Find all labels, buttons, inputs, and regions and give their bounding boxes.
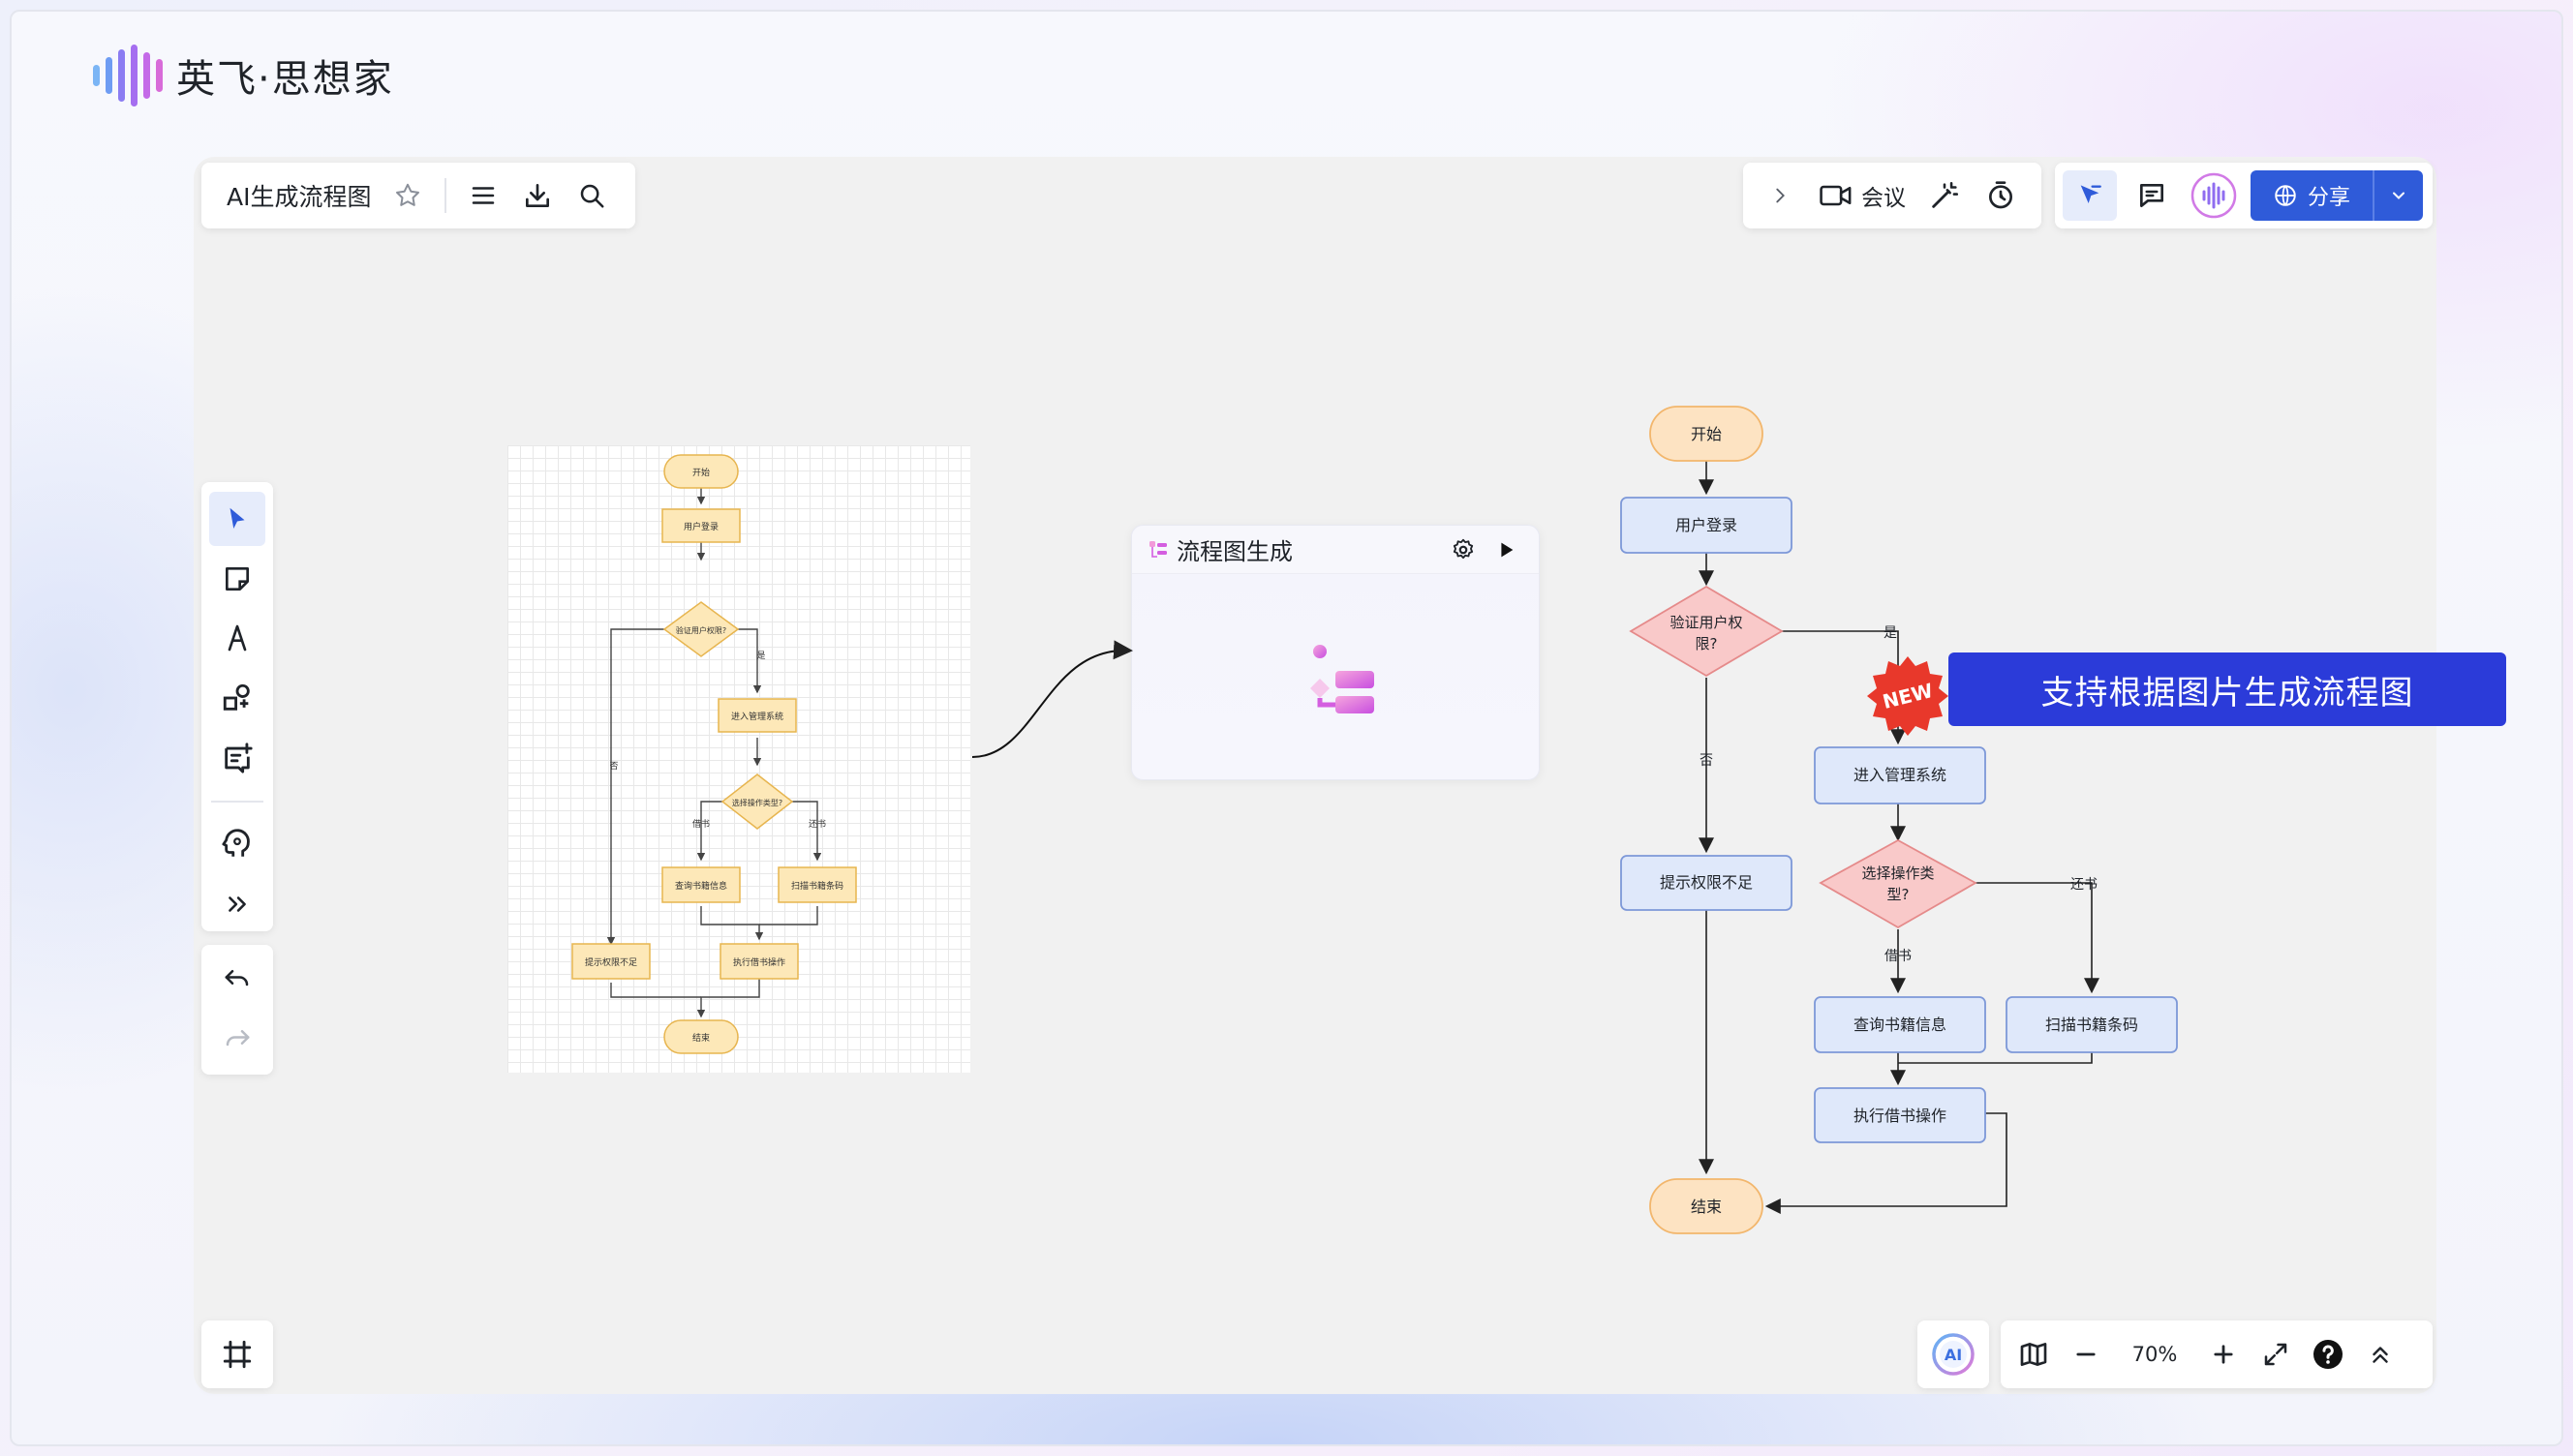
settings-gear-icon[interactable] [1446, 532, 1481, 567]
thumb-label-return: 还书 [809, 818, 826, 830]
comment-icon[interactable] [2127, 170, 2177, 221]
flowchart-app-icon [1149, 540, 1167, 558]
thumb-node-verify: 验证用户权限? [676, 625, 726, 635]
minimap-icon[interactable] [2016, 1337, 2051, 1372]
zoom-out-icon[interactable] [2068, 1337, 2103, 1372]
brand-logo: 英飞·思想家 [93, 45, 394, 106]
video-icon [1820, 185, 1852, 206]
uploaded-flowchart-image[interactable]: 开始 用户登录 验证用户权限? 是 否 进入管理系统 选择操作类型? 借书 还书… [507, 445, 970, 1073]
feature-banner[interactable]: 支持根据图片生成流程图 [1948, 652, 2506, 726]
history-toolbar [201, 945, 273, 1075]
collapse-up-icon[interactable] [2363, 1337, 2398, 1372]
share-label: 分享 [2307, 186, 2350, 210]
timer-icon[interactable] [1983, 178, 2018, 213]
logo-bars-icon [93, 45, 163, 106]
select-tool-icon[interactable] [209, 492, 265, 546]
ai-brain-icon[interactable] [209, 818, 265, 872]
toolbar-divider [444, 178, 447, 213]
generator-card-header: 流程图生成 [1132, 526, 1539, 574]
share-dropdown-button[interactable] [2373, 170, 2423, 221]
frame-tool-button[interactable] [201, 1320, 273, 1388]
sticky-note-icon[interactable] [209, 552, 265, 606]
thumb-node-login: 用户登录 [684, 521, 719, 532]
left-toolbar [201, 482, 273, 931]
shapes-icon[interactable] [209, 671, 265, 725]
thumb-node-end: 结束 [692, 1032, 710, 1044]
meeting-button[interactable]: 会议 [1819, 179, 1906, 212]
redo-icon[interactable] [209, 1013, 265, 1067]
new-badge-icon: NEW [1867, 656, 1948, 736]
search-icon[interactable] [574, 178, 609, 213]
thumb-node-start: 开始 [692, 467, 710, 478]
chevron-down-icon [2393, 192, 2405, 199]
toolbar-divider [211, 800, 263, 803]
menu-icon[interactable] [466, 178, 501, 213]
download-icon[interactable] [520, 178, 555, 213]
thumb-node-query: 查询书籍信息 [675, 880, 727, 892]
undo-icon[interactable] [209, 953, 265, 1007]
thumb-label-yes: 是 [756, 651, 765, 661]
svg-text:AI: AI [1945, 1346, 1962, 1364]
thumb-node-enter: 进入管理系统 [731, 711, 783, 722]
select-arrow-icon[interactable] [2063, 170, 2117, 221]
collab-toolbar: 会议 [1743, 163, 2041, 228]
fullscreen-icon[interactable] [2258, 1337, 2293, 1372]
pen-icon[interactable] [209, 611, 265, 665]
meeting-label: 会议 [1861, 186, 1906, 211]
zoom-in-icon[interactable] [2206, 1337, 2241, 1372]
zoom-level[interactable]: 70% [2131, 1343, 2178, 1366]
run-play-icon[interactable] [1488, 532, 1523, 567]
flowchart-generator-card[interactable]: 流程图生成 [1131, 525, 1540, 780]
thumbnail-flowchart: 开始 用户登录 验证用户权限? 是 否 进入管理系统 选择操作类型? 借书 还书… [571, 454, 857, 1054]
star-icon[interactable] [390, 178, 425, 213]
ai-icon: AI [1932, 1333, 1975, 1376]
thumb-node-insufficient: 提示权限不足 [585, 956, 637, 968]
voice-wave-icon[interactable] [2187, 170, 2241, 221]
brand-name: 英飞·思想家 [176, 57, 394, 102]
help-icon[interactable] [2311, 1337, 2345, 1372]
thumb-label-no: 否 [609, 761, 618, 772]
frame-icon [223, 1340, 252, 1369]
thumb-node-execute: 执行借书操作 [733, 956, 785, 968]
globe-icon [2275, 185, 2296, 206]
generator-card-title: 流程图生成 [1177, 538, 1293, 565]
text-box-icon[interactable] [209, 731, 265, 785]
title-toolbar: AI生成流程图 [201, 163, 635, 228]
doc-title[interactable]: AI生成流程图 [227, 183, 372, 211]
more-tools-icon[interactable] [209, 877, 265, 931]
share-button[interactable]: 分享 [2251, 170, 2373, 221]
zoom-toolbar: 70% [2001, 1320, 2433, 1388]
thumb-node-scan: 扫描书籍条码 [791, 880, 843, 892]
magic-wand-icon[interactable] [1927, 178, 1962, 213]
share-toolbar: 分享 [2055, 163, 2433, 228]
thumb-label-borrow: 借书 [692, 818, 710, 830]
flowchart-illustration-icon [1310, 645, 1374, 713]
thumb-node-choose: 选择操作类型? [732, 798, 782, 807]
chevron-right-icon[interactable] [1762, 178, 1797, 213]
ai-assistant-button[interactable]: AI [1917, 1320, 1989, 1388]
